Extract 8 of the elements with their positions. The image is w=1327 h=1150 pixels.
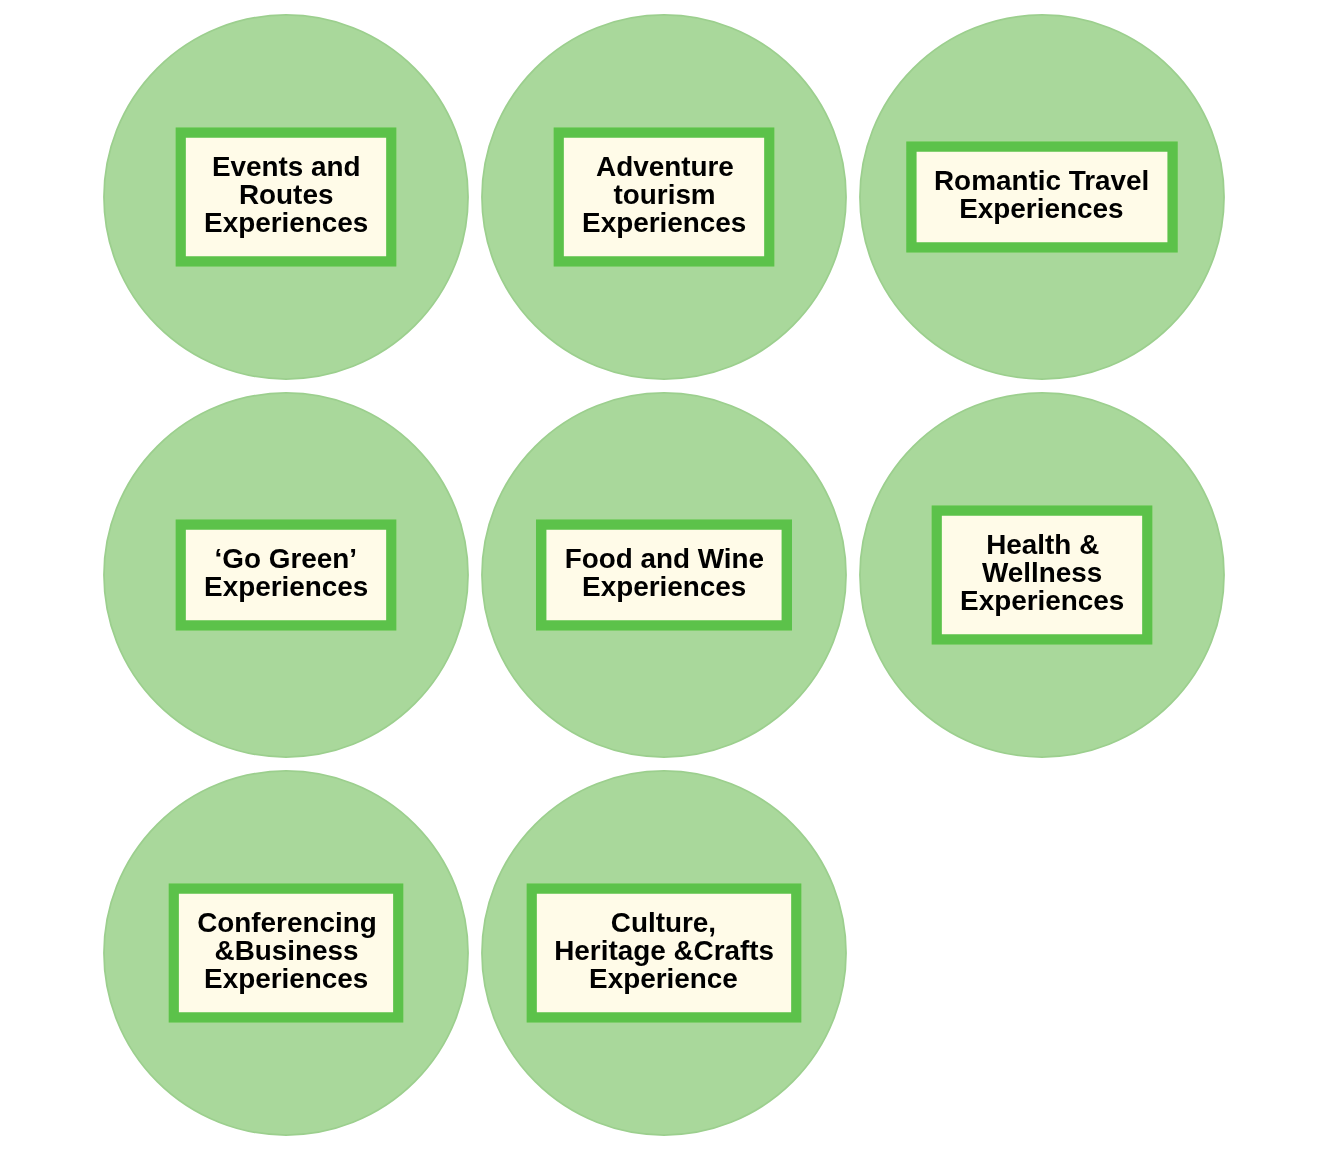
node-circle: Adventure tourism Experiences bbox=[480, 14, 847, 380]
node-circle: Conferencing &Business Experiences bbox=[102, 770, 469, 1136]
node-circle: Events and Routes Experiences bbox=[102, 14, 469, 380]
node-circle: Food and Wine Experiences bbox=[480, 392, 847, 758]
node-circle: Culture, Heritage &Crafts Experience bbox=[480, 770, 847, 1136]
node-circle: ‘Go Green’ Experiences bbox=[102, 392, 469, 758]
node-circle: Romantic Travel Experiences bbox=[858, 14, 1225, 380]
node-circle: Health & Wellness Experiences bbox=[858, 392, 1225, 758]
